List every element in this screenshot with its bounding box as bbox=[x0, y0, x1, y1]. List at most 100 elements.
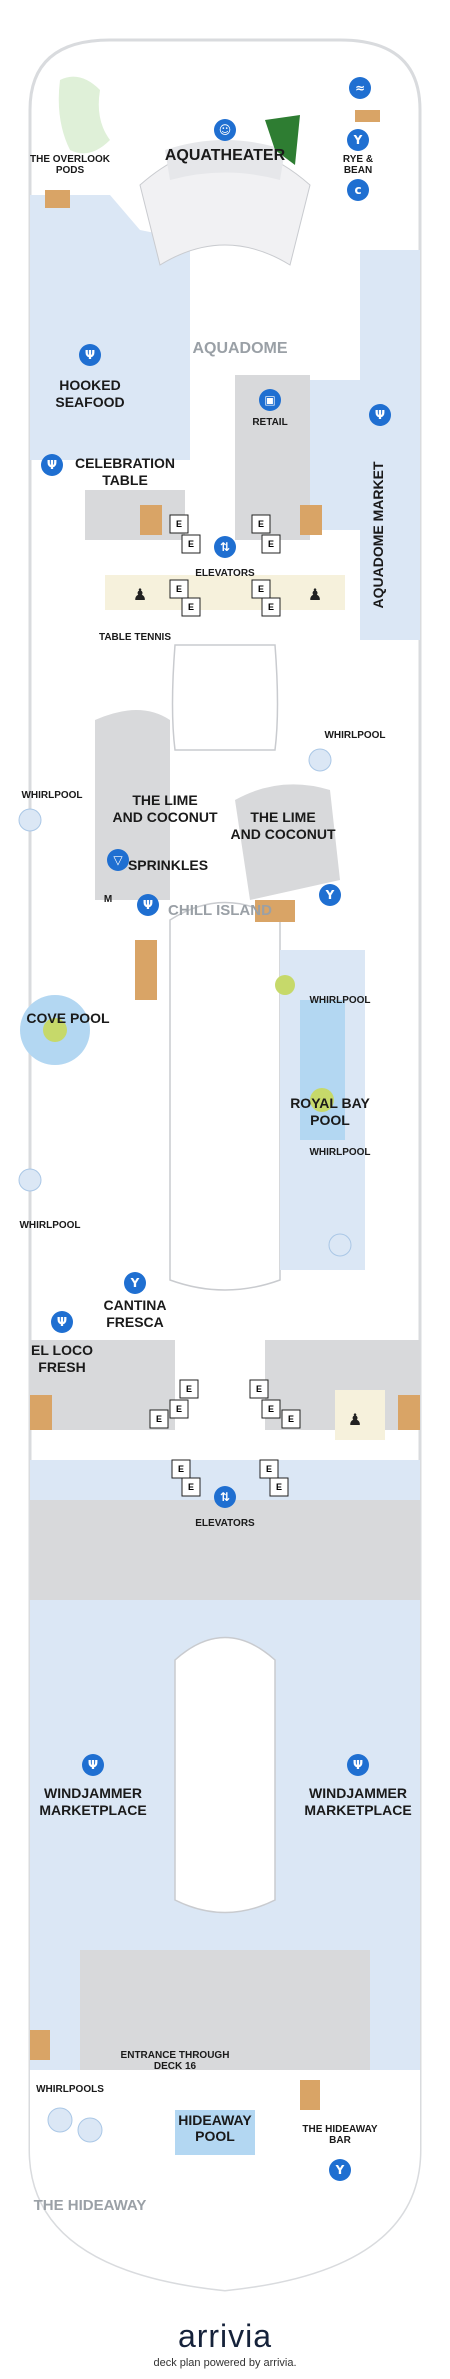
whirlpool-circle-1 bbox=[308, 748, 332, 772]
svg-text:Ψ: Ψ bbox=[375, 408, 385, 422]
cocktail-icon: Y bbox=[124, 1272, 146, 1294]
windjammer-section bbox=[30, 1460, 420, 2070]
label-whirlpool-4: WHIRLPOOL bbox=[309, 1147, 370, 1158]
restroom-icon: ♟ bbox=[348, 1412, 362, 1429]
label-whirlpool-1: WHIRLPOOL bbox=[324, 730, 385, 741]
elevator-box: E bbox=[181, 1477, 201, 1497]
elevator-box: E bbox=[261, 1399, 281, 1419]
mid-stairs-left bbox=[135, 940, 157, 1000]
elevator-box: E bbox=[179, 1379, 199, 1399]
mid-stairs-right bbox=[255, 900, 295, 922]
svg-text:♟: ♟ bbox=[133, 587, 147, 604]
label-table-tennis: TABLE TENNIS bbox=[99, 632, 171, 643]
svg-text:E: E bbox=[176, 584, 182, 594]
label-cove-pool: COVE POOL bbox=[26, 1010, 110, 1026]
aft-stairs-right bbox=[398, 1395, 420, 1430]
elevator-box: E bbox=[181, 534, 201, 554]
elevator-box: E bbox=[281, 1409, 301, 1429]
windjammer-void bbox=[174, 1636, 276, 1914]
brand-tagline: deck plan powered by arrivia. bbox=[153, 2357, 297, 2369]
chill-island-void bbox=[169, 901, 281, 1291]
footer: arrivia deck plan powered by arrivia. bbox=[0, 2318, 450, 2369]
dining-icon: Ψ bbox=[79, 344, 101, 366]
elevator-icon: ⇅ bbox=[214, 536, 236, 558]
hideaway-grey bbox=[80, 1950, 370, 2070]
svg-text:Ψ: Ψ bbox=[85, 348, 95, 362]
hideaway-section bbox=[30, 2030, 420, 2290]
hooked-seafood-area bbox=[30, 195, 190, 460]
svg-text:E: E bbox=[186, 1384, 192, 1394]
svg-text:Y: Y bbox=[335, 2163, 345, 2177]
svg-text:E: E bbox=[188, 602, 194, 612]
svg-text:♟: ♟ bbox=[308, 587, 322, 604]
label-retail: RETAIL bbox=[252, 417, 287, 428]
icecream-icon: ▽ bbox=[107, 849, 129, 871]
dining-icon: Ψ bbox=[82, 1754, 104, 1776]
fwd-stairs-right bbox=[300, 505, 322, 535]
dining-icon: Ψ bbox=[41, 454, 63, 476]
retail-icon: ▣ bbox=[259, 389, 281, 411]
royal-bay-pool-water bbox=[300, 1000, 345, 1140]
aft-stairs-left bbox=[30, 1395, 52, 1430]
brand-logo: arrivia bbox=[177, 2318, 273, 2354]
svg-text:E: E bbox=[258, 519, 264, 529]
aquatheater-plant bbox=[265, 115, 300, 165]
aft-elevator-boxes: E E E E E E E E E E bbox=[149, 1379, 301, 1497]
label-whirlpool-5: WHIRLPOOL bbox=[19, 1220, 80, 1231]
elevator-box: E bbox=[261, 534, 281, 554]
lime-coconut-right bbox=[235, 784, 340, 900]
dining-icon: Ψ bbox=[137, 894, 159, 916]
whirlpool-circle-2 bbox=[18, 808, 42, 832]
aquatheater-stage bbox=[165, 140, 285, 180]
svg-text:Ψ: Ψ bbox=[47, 458, 57, 472]
whirlpool-circle-3 bbox=[18, 1168, 42, 1192]
svg-text:E: E bbox=[176, 1404, 182, 1414]
restroom-icon: ♟ bbox=[133, 587, 147, 604]
hideaway-whirlpool-2 bbox=[77, 2117, 103, 2143]
label-elevators-aft: ELEVATORS bbox=[195, 1518, 255, 1529]
overlook-pods-greenery bbox=[58, 76, 110, 154]
label-aquadome-market: AQUADOME MARKET bbox=[370, 461, 386, 608]
svg-text:E: E bbox=[268, 1404, 274, 1414]
svg-text:▣: ▣ bbox=[264, 393, 275, 407]
elevator-box: E bbox=[261, 597, 281, 617]
elevator-box: E bbox=[181, 597, 201, 617]
svg-text:Ψ: Ψ bbox=[353, 1758, 363, 1772]
table-tennis-void bbox=[171, 644, 279, 751]
whirlpools-stairs bbox=[30, 2030, 50, 2060]
svg-text:E: E bbox=[258, 584, 264, 594]
fwd-elevator-boxes: E E E E E E E E bbox=[169, 514, 281, 617]
svg-text:E: E bbox=[188, 1482, 194, 1492]
cocktail-icon: Y bbox=[329, 2159, 351, 2181]
hideaway-bar-stairs bbox=[300, 2080, 320, 2110]
dining-icon: Ψ bbox=[347, 1754, 369, 1776]
svg-text:Y: Y bbox=[325, 888, 335, 902]
label-rye-bean: RYE &BEAN bbox=[343, 154, 373, 176]
svg-text:♟: ♟ bbox=[348, 1412, 362, 1429]
elevator-box: E bbox=[259, 1459, 279, 1479]
forward-section bbox=[30, 76, 420, 640]
label-whirlpool-2: WHIRLPOOL bbox=[21, 790, 82, 801]
chill-umbrella bbox=[275, 975, 295, 995]
label-m-marker: M bbox=[104, 894, 112, 905]
elevator-box: E bbox=[169, 1399, 189, 1419]
cocktail-icon: Y bbox=[319, 884, 341, 906]
fwd-stairs-left bbox=[140, 505, 162, 535]
restroom-icon: ♟ bbox=[308, 587, 322, 604]
svg-text:E: E bbox=[268, 539, 274, 549]
royal-bay-umbrella bbox=[310, 1088, 334, 1112]
aquadome-market-area bbox=[360, 250, 420, 640]
svg-text:≈: ≈ bbox=[355, 81, 365, 95]
elevator-box: E bbox=[171, 1459, 191, 1479]
